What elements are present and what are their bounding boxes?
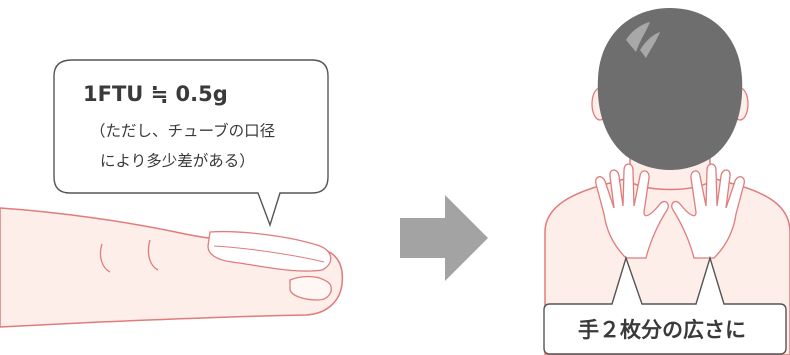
caption-box: 手２枚分の広さに xyxy=(543,255,787,355)
speech-bubble: 1FTU ≒ 0.5g （ただし、チューブの口径 により多少差がある） xyxy=(53,59,329,228)
finger-with-ointment-icon xyxy=(0,207,344,328)
hair xyxy=(597,8,743,170)
handprint-left xyxy=(595,163,669,259)
right-arrow-icon xyxy=(400,195,488,281)
bubble-title: 1FTU ≒ 0.5g xyxy=(83,82,228,106)
caption-text: 手２枚分の広さに xyxy=(578,318,746,342)
bubble-note-line-2: により多少差がある） xyxy=(100,152,255,170)
handprint-right xyxy=(671,163,745,259)
bubble-note-line-1: （ただし、チューブの口径 xyxy=(90,121,275,140)
person-back-icon xyxy=(544,8,790,355)
